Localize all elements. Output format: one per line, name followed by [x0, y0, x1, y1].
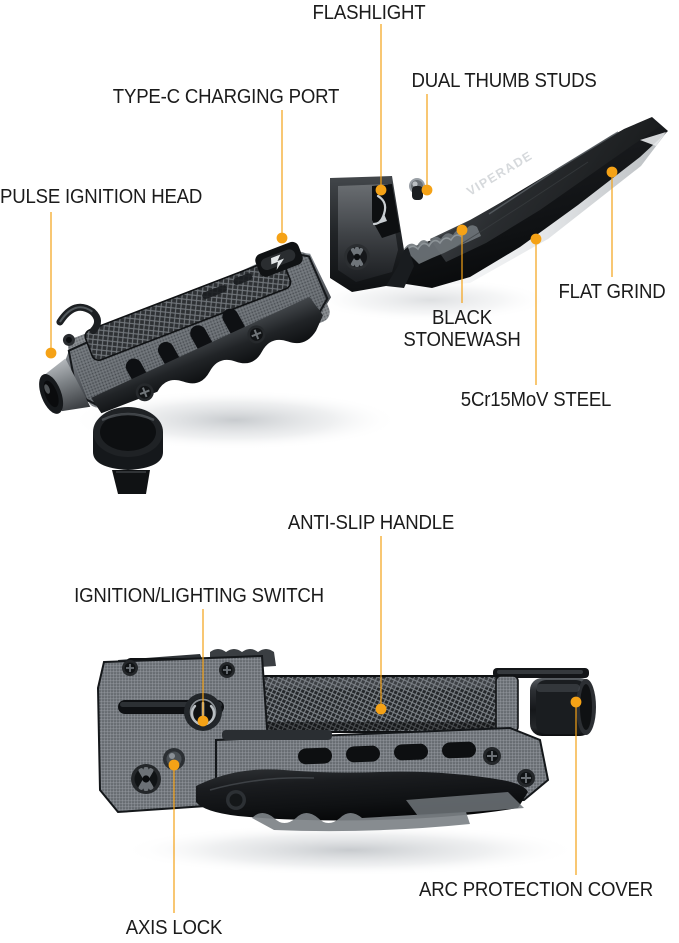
callout-label-black-stonewash: BLACK STONEWASH	[403, 307, 521, 351]
scale-cutouts	[298, 741, 476, 765]
handle-screws	[135, 325, 266, 402]
type-c-port-part	[255, 241, 303, 277]
callout-label-arc-protection-cover: ARC PROTECTION COVER	[419, 879, 653, 901]
callout-label-flat-grind: FLAT GRIND	[558, 281, 666, 303]
callout-label-type-c-charging-port: TYPE-C CHARGING PORT	[112, 86, 340, 108]
pivot-bolster	[330, 176, 404, 292]
callout-label-anti-slip-handle: ANTI-SLIP HANDLE	[287, 512, 455, 534]
callout-label-flashlight: FLASHLIGHT	[312, 2, 426, 24]
dual-thumb-studs-part	[409, 178, 425, 200]
lanyard-clip	[56, 303, 102, 346]
arc-protection-cover-part-top	[93, 407, 163, 494]
folded-blade-part	[196, 769, 528, 832]
callout-label-ignition-lighting-switch: IGNITION/LIGHTING SWITCH	[74, 585, 324, 607]
open-knife-handle	[39, 241, 332, 414]
pulse-ignition-head-part	[39, 358, 91, 414]
left-block-screw	[131, 764, 161, 794]
product-open-knife: VIPERADE	[39, 117, 668, 494]
pivot-screw	[344, 244, 370, 270]
product-closed-knife	[96, 649, 596, 876]
callout-label-pulse-ignition-head: PULSE IGNITION HEAD	[0, 186, 203, 208]
blade: VIPERADE	[386, 117, 668, 288]
callout-label-axis-lock: AXIS LOCK	[125, 917, 223, 939]
flashlight-head-part	[493, 668, 596, 736]
callout-label-5cr15mov-steel: 5Cr15MoV STEEL	[460, 389, 612, 411]
callout-label-dual-thumb-studs: DUAL THUMB STUDS	[411, 70, 597, 92]
